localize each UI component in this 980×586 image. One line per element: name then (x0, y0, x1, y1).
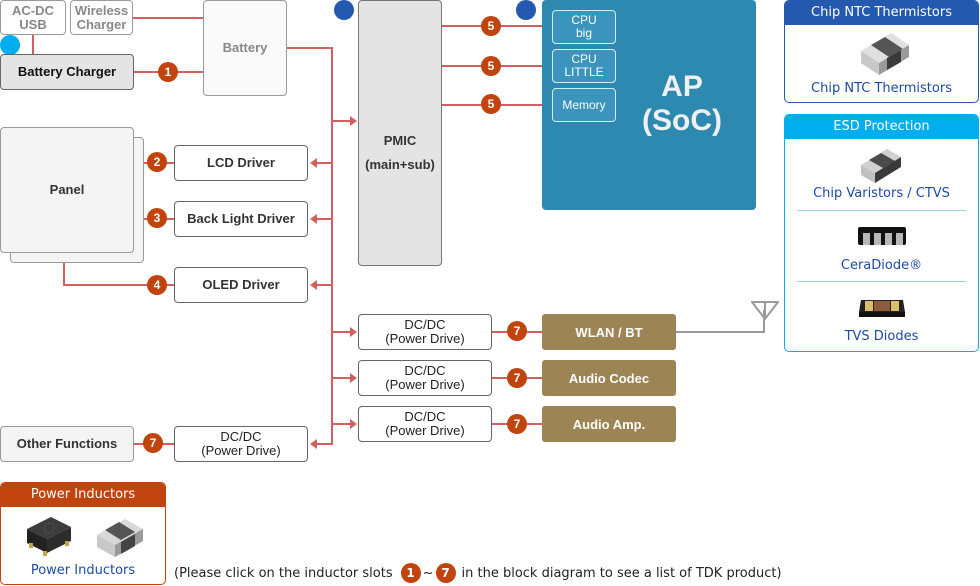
ceradiode-icon (858, 227, 906, 245)
inductor-slot-7-audio-amp[interactable]: 7 (507, 414, 527, 434)
audio-codec-block: Audio Codec (542, 360, 676, 396)
arrow-to-lcd (310, 158, 317, 168)
wlan-bt-block: WLAN / BT (542, 314, 676, 350)
ap-block-cpu-little: CPU LITTLE (552, 49, 616, 83)
pmic-sublabel: (main+sub) (365, 157, 435, 172)
inductor-slot-1-battery-charger[interactable]: 1 (158, 62, 178, 82)
card-power-inductors: Power Inductors Power Inductors (0, 482, 166, 585)
line-panel-oled (63, 284, 175, 286)
separator (797, 210, 966, 211)
footnote-text-before: (Please click on the inductor slots (174, 565, 393, 581)
wireless-charger-box: Wireless Charger (70, 0, 133, 35)
varistor-chip-icon (861, 149, 901, 183)
line-antenna-stem (763, 310, 765, 332)
arrow-to-dcdc-1 (350, 327, 357, 337)
line-battery-bus (286, 47, 333, 49)
chip-power-inductor-icon (97, 519, 143, 557)
pmic-label: PMIC (383, 133, 417, 149)
pmic-box: PMIC (main+sub) (358, 0, 442, 266)
marker-cyan-dot (0, 35, 20, 55)
power-bus (331, 47, 333, 445)
arrow-to-backlight (310, 214, 317, 224)
dcdc-box-codec: DC/DC (Power Drive) (358, 360, 492, 396)
line-bus-dcdc-2 (331, 377, 351, 379)
link-ceradiode[interactable]: CeraDiode® (840, 258, 923, 273)
inductor-slot-3-backlight[interactable]: 3 (147, 208, 167, 228)
line-panel-oled-v (63, 252, 65, 286)
marker-blue-dot-ap (516, 0, 536, 20)
battery-charger-box: Battery Charger (0, 54, 134, 90)
card-chip-ntc-thermistors: Chip NTC Thermistors Chip NTC Thermistor… (784, 0, 979, 103)
dcdc-box-amp: DC/DC (Power Drive) (358, 406, 492, 442)
footnote-text-after: in the block diagram to see a list of TD… (461, 565, 782, 581)
card-esd-protection: ESD Protection Chip Varistors / CTVS Cer… (784, 114, 979, 352)
inductor-slot-2-lcd[interactable]: 2 (147, 152, 167, 172)
battery-box: Battery (203, 0, 287, 96)
ap-block-cpu-big: CPU big (552, 10, 616, 44)
lcd-driver-box: LCD Driver (174, 145, 308, 181)
audio-amp-block: Audio Amp. (542, 406, 676, 442)
arrow-to-dcdc-2 (350, 373, 357, 383)
link-chip-varistors-ctvs[interactable]: Chip Varistors / CTVS (813, 186, 950, 201)
line-wireless-battery (133, 17, 204, 19)
footnote-tilde: ~ (422, 565, 434, 581)
tvs-diode-icon (859, 300, 905, 317)
inductor-slot-4-oled[interactable]: 4 (147, 275, 167, 295)
ap-title: AP (661, 70, 703, 103)
link-power-inductors[interactable]: Power Inductors (30, 563, 136, 578)
separator (797, 281, 966, 282)
inductor-slot-7-other[interactable]: 7 (143, 433, 163, 453)
oled-driver-box: OLED Driver (174, 267, 308, 303)
panel-box: Panel (0, 127, 134, 253)
ap-block-memory: Memory (552, 88, 616, 122)
link-tvs-diodes[interactable]: TVS Diodes (844, 329, 919, 344)
inductor-slot-5-memory[interactable]: 5 (481, 94, 501, 114)
card-ntc-header: Chip NTC Thermistors (785, 1, 978, 25)
link-chip-ntc-thermistors[interactable]: Chip NTC Thermistors (811, 81, 952, 96)
line-bus-dcdc-1 (331, 331, 351, 333)
ac-dc-usb-box: AC-DC USB (0, 0, 66, 35)
footnote-badge-7: 7 (435, 563, 456, 583)
line-bus-dcdc-other (316, 443, 333, 445)
footnote-badge-1: 1 (400, 563, 421, 583)
line-wlan-antenna (675, 331, 765, 333)
line-bus-backlight (316, 218, 332, 220)
arrow-to-dcdc-other (310, 439, 317, 449)
card-inductors-header: Power Inductors (1, 483, 165, 507)
line-bus-dcdc-3 (331, 423, 351, 425)
line-bus-lcd (316, 162, 332, 164)
smd-power-inductor-icon (27, 517, 71, 556)
inductor-slot-5-cpu-little[interactable]: 5 (481, 56, 501, 76)
backlight-driver-box: Back Light Driver (174, 201, 308, 237)
inductor-slot-5-cpu-big[interactable]: 5 (481, 16, 501, 36)
marker-blue-dot-pmic (334, 0, 354, 20)
line-bus-oled (316, 284, 332, 286)
card-esd-header: ESD Protection (785, 115, 978, 139)
antenna-icon (751, 301, 779, 321)
dcdc-box-wlan: DC/DC (Power Drive) (358, 314, 492, 350)
arrow-to-pmic (350, 116, 357, 126)
inductor-slot-7-wlan[interactable]: 7 (507, 321, 527, 341)
arrow-to-dcdc-3 (350, 419, 357, 429)
line-acdc-charger (32, 35, 34, 55)
arrow-to-oled (310, 280, 317, 290)
footnote: (Please click on the inductor slots 1 ~ … (174, 562, 782, 584)
inductor-slot-7-audio-codec[interactable]: 7 (507, 368, 527, 388)
dcdc-box-other: DC/DC (Power Drive) (174, 426, 308, 462)
line-bus-pmic (331, 120, 351, 122)
ap-subtitle: (SoC) (642, 104, 722, 137)
other-functions-box: Other Functions (0, 426, 134, 462)
ntc-chip-icon (861, 33, 909, 75)
